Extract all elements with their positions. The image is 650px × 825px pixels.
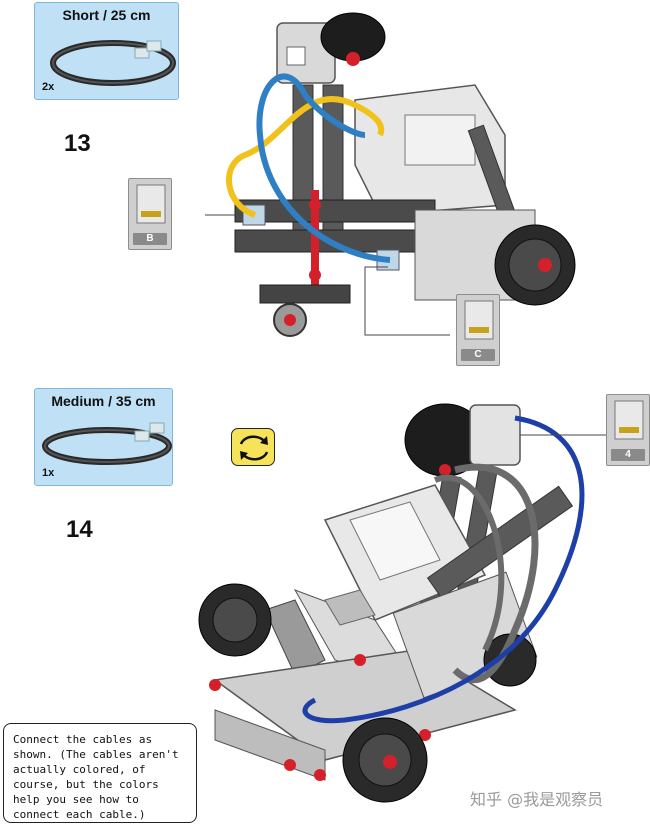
rotate-arrows-glyph: [239, 435, 269, 461]
port-b-callout: B: [128, 178, 172, 250]
cable-coil-icon: [42, 422, 172, 465]
port-socket-icon: [614, 400, 644, 440]
cable-length-label: Short / 25 cm: [62, 7, 151, 23]
port-number-4: 4: [611, 449, 645, 461]
cable-length-label: Medium / 35 cm: [51, 393, 156, 409]
port-letter-b: B: [133, 233, 167, 245]
cable-quantity: 1x: [42, 467, 55, 479]
watermark: 知乎 @我是观察员: [470, 790, 604, 809]
port-c-callout: C: [456, 294, 500, 366]
cable-callout-short: Short / 25 cm 2x: [34, 2, 179, 100]
port-letter-c: C: [461, 349, 495, 361]
port-socket-icon: [136, 184, 166, 224]
cable-coil-icon: [50, 40, 176, 86]
step-number: 14: [66, 516, 93, 543]
rotate-arrows-icon: [231, 428, 275, 466]
step-number: 13: [64, 130, 91, 157]
cable-callout-medium: Medium / 35 cm 1x: [34, 388, 173, 486]
instruction-note: Connect the cables as shown. (The cables…: [3, 723, 197, 823]
robot-step-13-illustration: [205, 12, 576, 337]
cable-quantity: 2x: [42, 81, 55, 93]
port-4-callout: 4: [606, 394, 650, 466]
port-socket-icon: [464, 300, 494, 340]
robot-step-14-illustration: [198, 403, 607, 803]
